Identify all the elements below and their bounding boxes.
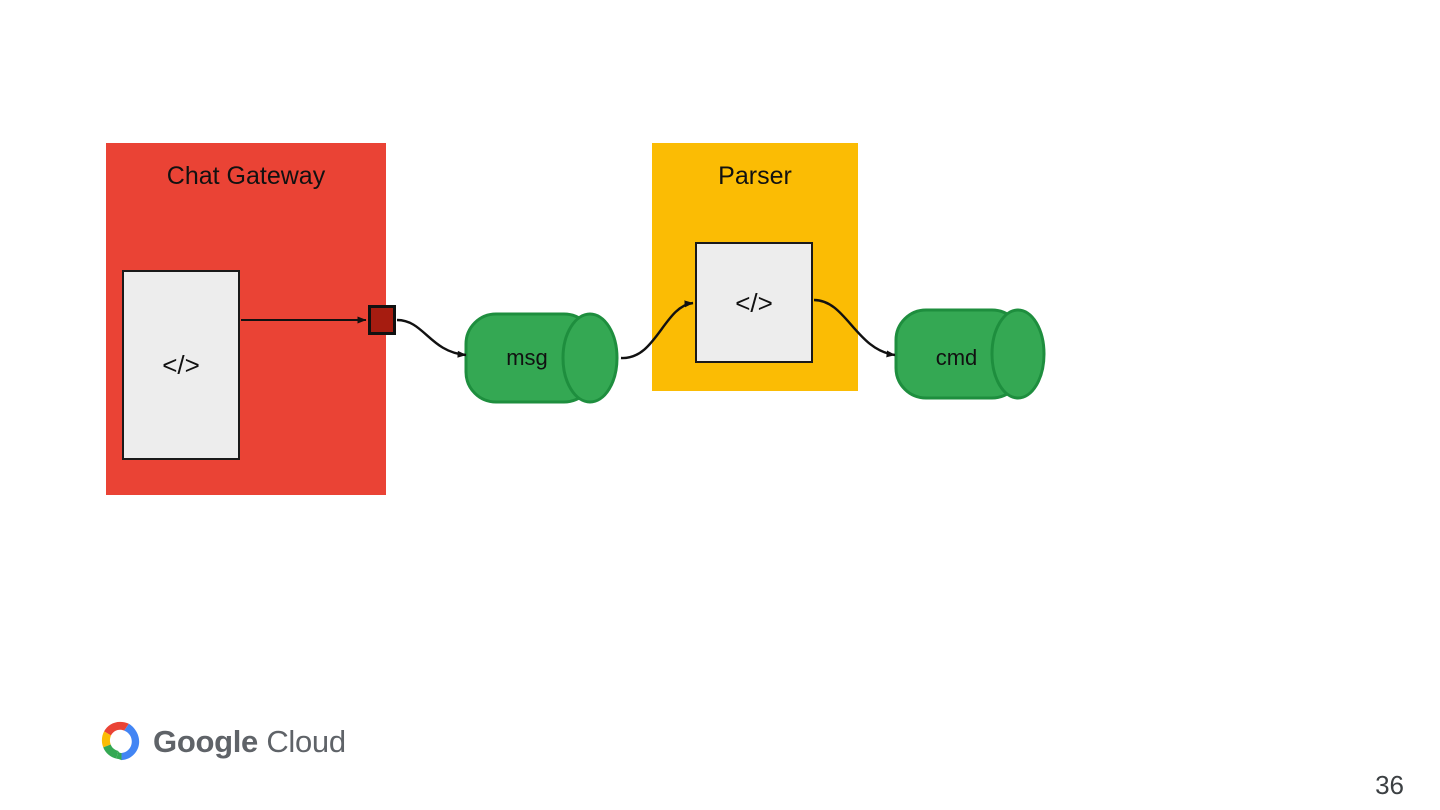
group-parser-title: Parser [718,162,792,190]
chat-gateway-code-service[interactable]: </> [122,270,240,460]
topic-cmd-label: cmd [935,345,978,370]
wordmark-google: Google [153,723,258,759]
connector-port-to-msg [396,318,467,358]
parser-code-service[interactable]: </> [695,242,813,363]
google-cloud-logo: Google Cloud [97,718,346,764]
topic-cmd-cap [990,308,1046,400]
code-icon: </> [735,287,773,318]
wordmark-cloud: Cloud [266,723,346,759]
topic-cmd[interactable] [894,308,1047,400]
topic-msg[interactable] [464,312,620,404]
group-chat-gateway-title: Chat Gateway [166,162,326,190]
google-cloud-mark-icon [101,721,140,761]
code-icon: </> [162,350,200,380]
page-number: 36 [1375,770,1404,800]
google-cloud-wordmark: Google Cloud [153,726,346,757]
topic-msg-label: msg [506,345,548,370]
topic-msg-cap [561,312,619,404]
chat-gateway-port-icon[interactable] [368,305,396,335]
